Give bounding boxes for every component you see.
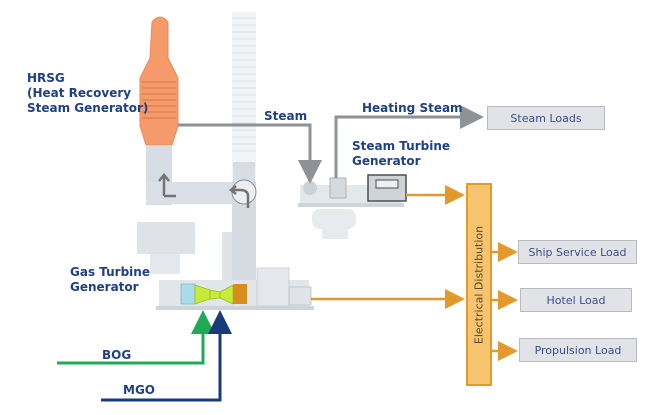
electrical-distribution-label: Electrical Distribution [472,225,486,344]
mgo-label: MGO [123,383,155,397]
stg-label-line2: Generator [352,154,421,168]
steam-turbine-generator [298,174,407,239]
stg-label-line1: Steam Turbine [352,139,451,153]
steam-line [178,123,322,184]
flow-arrow-icon [158,173,176,198]
gtg-label-line1: Gas Turbine [70,265,150,279]
gas-turbine-generator-label: Gas Turbine Generator [70,265,150,295]
gtg-label-line2: Generator [70,280,139,294]
mgo-fuel-line [101,310,232,402]
bog-label: BOG [102,348,132,362]
gas-turbine-generator [137,222,314,310]
hrsg-label-line2: (Heat Recovery [27,86,132,100]
heating-steam-line [334,105,484,178]
steam-loads-box: Steam Loads [487,106,605,130]
hrsg-label-line1: HRSG [27,71,65,85]
hotel-load-box: Hotel Load [520,288,632,312]
hrsg-label: HRSG (Heat Recovery Steam Generator) [27,71,148,116]
ship-service-load-box: Ship Service Load [518,240,637,264]
hrsg-label-line3: Steam Generator) [27,101,149,115]
electrical-distribution-bus: Electrical Distribution [466,183,492,386]
heating-steam-label: Heating Steam [362,101,463,115]
steam-label: Steam [264,109,308,123]
bog-fuel-line [57,310,215,365]
propulsion-load-box: Propulsion Load [519,338,637,362]
steam-turbine-generator-label: Steam Turbine Generator [352,139,450,169]
exhaust-duct [146,173,257,282]
damper-arrow-icon [228,185,250,208]
